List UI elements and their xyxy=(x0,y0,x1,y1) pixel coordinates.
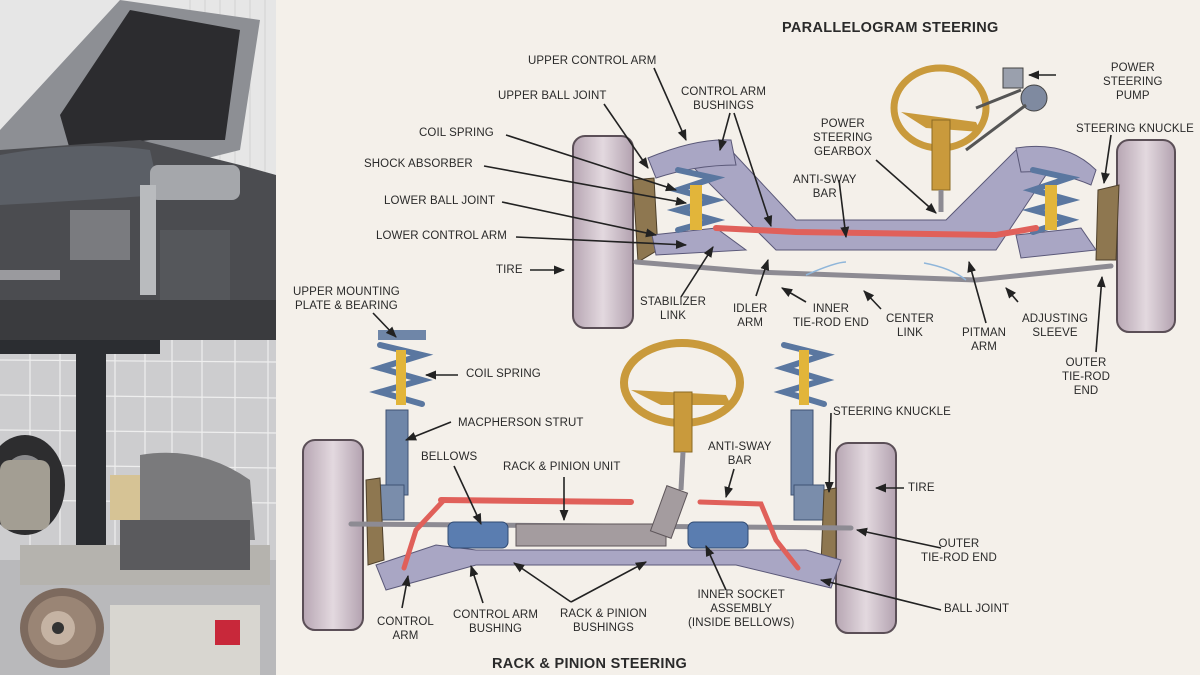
label-center-link: CENTER LINK xyxy=(886,313,934,339)
label-ball-joint: BALL JOINT xyxy=(944,603,1010,615)
label-power-steering-pump: POWER STEERING PUMP xyxy=(1103,62,1163,102)
label-outer-tie-rod-end-bottom: OUTER TIE-ROD END xyxy=(921,538,997,564)
label-steering-knuckle-top: STEERING KNUCKLE xyxy=(1076,123,1194,135)
tire-left-top xyxy=(572,135,634,329)
label-upper-ball-joint: UPPER BALL JOINT xyxy=(498,90,607,102)
label-tire-bottom: TIRE xyxy=(908,482,935,494)
label-stabilizer-link: STABILIZER LINK xyxy=(640,296,706,322)
label-rack-pinion-bushings: RACK & PINION BUSHINGS xyxy=(560,608,647,634)
steering-diagram: PARALLELOGRAM STEERING RACK & PINION STE… xyxy=(276,0,1200,675)
label-pitman-arm: PITMAN ARM xyxy=(962,327,1007,353)
label-power-steering-gearbox: POWER STEERING GEARBOX xyxy=(813,118,873,158)
label-idler-arm: IDLER ARM xyxy=(733,303,768,329)
label-outer-tie-rod-end-top: OUTER TIE-ROD END xyxy=(1062,357,1110,397)
label-coil-spring-bottom: COIL SPRING xyxy=(466,368,541,380)
parallelogram-assembly xyxy=(572,64,1176,333)
label-upper-control-arm: UPPER CONTROL ARM xyxy=(528,55,657,67)
label-macpherson-strut: MACPHERSON STRUT xyxy=(458,417,584,429)
label-steering-knuckle-bottom: STEERING KNUCKLE xyxy=(833,406,951,418)
workshop-photo-art xyxy=(0,0,276,675)
label-lower-control-arm: LOWER CONTROL ARM xyxy=(376,230,507,242)
label-rack-pinion-unit: RACK & PINION UNIT xyxy=(503,461,621,473)
label-anti-sway-bar-top: ANTI-SWAY BAR xyxy=(793,174,857,200)
label-inner-tie-rod-end: INNER TIE-ROD END xyxy=(793,303,869,329)
label-coil-spring: COIL SPRING xyxy=(419,127,494,139)
label-inner-socket-assembly: INNER SOCKET ASSEMBLY (INSIDE BELLOWS) xyxy=(688,589,795,629)
parallelogram-title: PARALLELOGRAM STEERING xyxy=(782,20,999,36)
workshop-photo xyxy=(0,0,276,675)
tire-right-bottom xyxy=(835,442,897,634)
label-control-arm-bushing: CONTROL ARM BUSHING xyxy=(453,609,539,635)
label-adjusting-sleeve: ADJUSTING SLEEVE xyxy=(1022,313,1089,339)
label-control-arm-bushings: CONTROL ARM BUSHINGS xyxy=(681,86,767,112)
tire-left-bottom xyxy=(302,439,364,631)
label-anti-sway-bar-bottom: ANTI-SWAY BAR xyxy=(708,441,772,467)
tire-right-top xyxy=(1116,139,1176,333)
label-upper-mounting-plate: UPPER MOUNTING PLATE & BEARING xyxy=(293,286,400,312)
label-bellows: BELLOWS xyxy=(421,451,478,463)
label-tire-top: TIRE xyxy=(496,264,523,276)
rack-pinion-assembly xyxy=(302,330,897,634)
leader-lines xyxy=(372,67,1112,611)
label-lower-ball-joint: LOWER BALL JOINT xyxy=(384,195,496,207)
rack-pinion-title: RACK & PINION STEERING xyxy=(492,656,688,672)
label-control-arm: CONTROL ARM xyxy=(377,616,434,642)
diagram-artwork xyxy=(302,64,1176,634)
label-shock-absorber: SHOCK ABSORBER xyxy=(364,158,473,170)
